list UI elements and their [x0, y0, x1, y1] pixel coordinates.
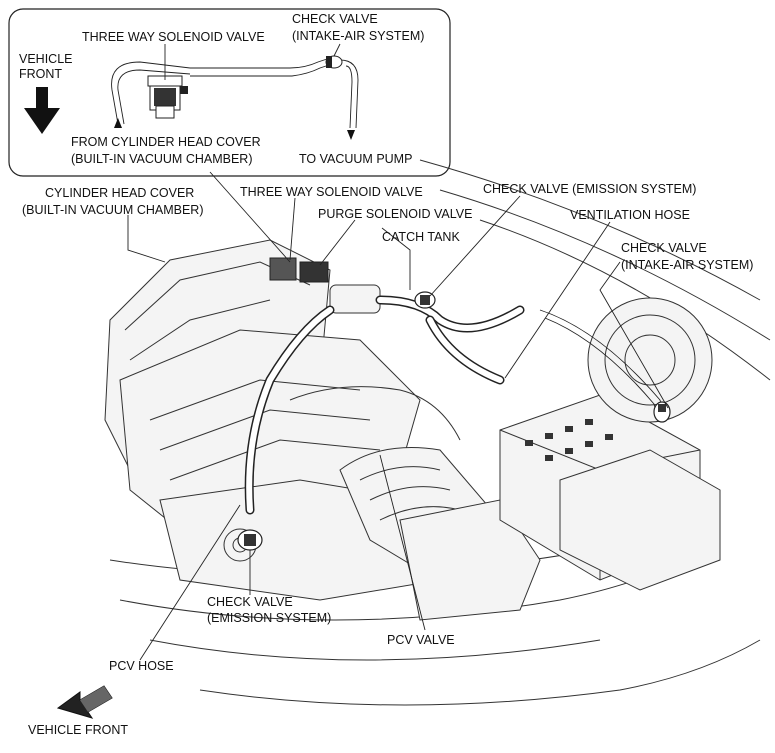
inset-hose-right-inner	[345, 65, 353, 129]
label-cyl-head-cover: CYLINDER HEAD COVER	[45, 186, 194, 200]
duct-rib-2	[369, 486, 451, 501]
leader-three-way-solenoid	[289, 197, 296, 261]
brake-booster-center	[624, 334, 676, 386]
three-way-solenoid	[269, 257, 297, 281]
manifold-runner-2	[159, 409, 371, 451]
label-pcv-valve: PCV VALVE	[387, 633, 455, 647]
leader-pcv-hose	[139, 504, 241, 661]
leader-check-valve-emission-top	[429, 195, 521, 297]
duct-rib-1	[359, 466, 441, 481]
hood-line-3	[479, 219, 771, 381]
inset-to-vacuum-pump-label: TO VACUUM PUMP	[299, 152, 412, 166]
inset-check-valve-sub-label: (INTAKE-AIR SYSTEM)	[292, 29, 424, 43]
leader-purge-solenoid	[319, 219, 356, 266]
inset-vehicle-front-sub-label: FRONT	[19, 67, 62, 81]
purge-solenoid	[299, 261, 329, 283]
engine-bay-drawing	[104, 159, 771, 706]
label-check-valve-intake-sub: (INTAKE-AIR SYSTEM)	[621, 258, 753, 272]
bumper-line-2	[199, 639, 761, 706]
leader-catch-tank	[381, 227, 411, 290]
label-check-valve-emission-sub: (EMISSION SYSTEM)	[207, 611, 331, 625]
inset-leader-check-valve	[333, 43, 341, 57]
leader-inset-from-cyl-head	[209, 171, 291, 263]
inset-hose-mid-top	[190, 57, 331, 69]
inset-down-arrow-icon	[347, 130, 355, 140]
head-cover-ridge-2	[129, 299, 271, 361]
wire-harness	[289, 386, 461, 441]
inset-up-arrow-icon	[114, 118, 122, 128]
inset-vehicle-front-label: VEHICLE	[19, 52, 73, 66]
label-check-valve-emission-top: CHECK VALVE (EMISSION SYSTEM)	[483, 182, 696, 196]
inset-hose-left	[111, 61, 191, 125]
hood-line-2	[439, 189, 771, 341]
inset-hose-left-inner	[117, 69, 191, 125]
check-valve-emission-icon	[237, 529, 263, 551]
battery-caps	[525, 419, 613, 461]
inset-hose-mid-bottom	[190, 63, 333, 77]
inset-check-valve-label: CHECK VALVE	[292, 12, 378, 26]
inset-check-valve-icon	[325, 55, 343, 69]
inset-solenoid-valve-icon	[147, 75, 188, 119]
vehicle-front-down-arrow-icon	[24, 87, 60, 134]
label-purge-solenoid: PURGE SOLENOID VALVE	[318, 207, 472, 221]
label-check-valve-emission: CHECK VALVE	[207, 595, 293, 609]
inset-three-way-solenoid-label: THREE WAY SOLENOID VALVE	[82, 30, 265, 44]
intake-air-hose	[539, 309, 666, 421]
label-cyl-head-cover-sub: (BUILT-IN VACUUM CHAMBER)	[22, 203, 204, 217]
catch-tank	[329, 284, 381, 314]
manifold-runner-1	[149, 379, 361, 421]
check-valve-intake-icon	[653, 401, 671, 423]
inset-hose-right	[339, 59, 359, 129]
callout-labels: CYLINDER HEAD COVER (BUILT-IN VACUUM CHA…	[22, 182, 753, 737]
label-vehicle-front: VEHICLE FRONT	[28, 723, 128, 737]
label-ventilation-hose: VENTILATION HOSE	[570, 208, 690, 222]
inset-from-cyl-head-label: FROM CYLINDER HEAD COVER	[71, 135, 261, 149]
brake-booster	[587, 297, 713, 423]
leader-pcv-valve	[379, 454, 426, 631]
manifold-runner-3	[169, 439, 381, 481]
leader-ventilation-hose	[504, 221, 611, 379]
label-check-valve-intake: CHECK VALVE	[621, 241, 707, 255]
vehicle-front-arrow-icon	[56, 685, 113, 719]
label-pcv-hose: PCV HOSE	[109, 659, 174, 673]
inset-frame	[8, 8, 451, 177]
leader-cyl-head-cover	[127, 215, 166, 263]
bumper-line-1	[149, 639, 601, 661]
label-three-way-solenoid: THREE WAY SOLENOID VALVE	[240, 185, 423, 199]
inset-from-cyl-head-sub-label: (BUILT-IN VACUUM CHAMBER)	[71, 152, 253, 166]
brake-booster-ring	[604, 314, 696, 406]
leader-lines	[127, 171, 669, 661]
duct-rib-3	[379, 506, 461, 521]
air-cleaner-box	[399, 499, 541, 621]
hood-line-1	[419, 159, 761, 301]
battery-cover	[559, 449, 721, 591]
leader-check-valve-intake	[599, 261, 669, 409]
inset-detail: THREE WAY SOLENOID VALVE CHECK VALVE (IN…	[8, 8, 451, 177]
label-catch-tank: CATCH TANK	[382, 230, 460, 244]
